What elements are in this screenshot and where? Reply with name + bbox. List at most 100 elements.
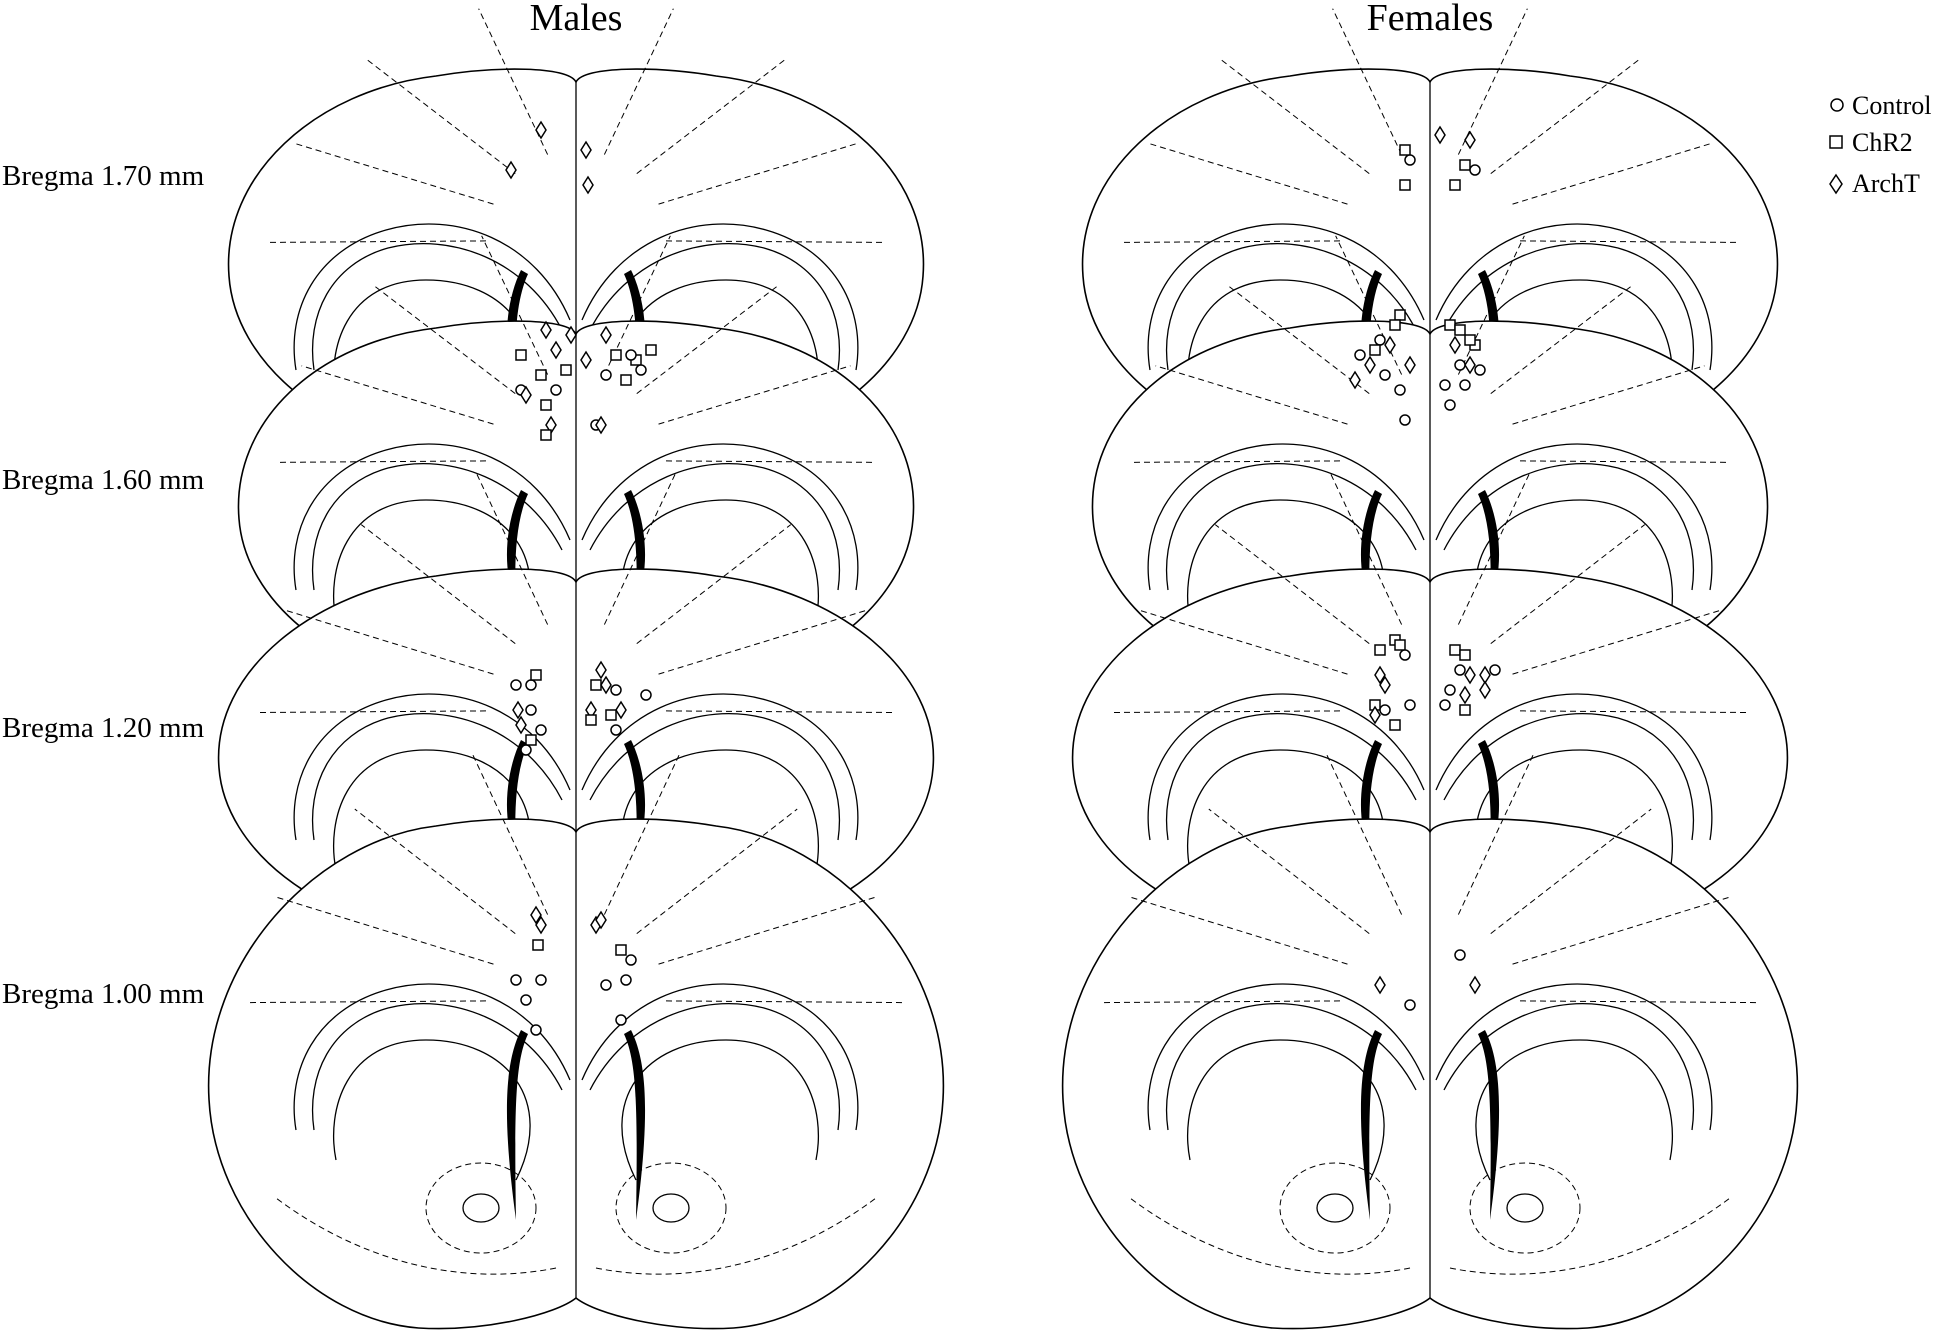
males-section-1-archt-marker-6: [520, 385, 532, 405]
females-section-1-control-marker-9: [1394, 384, 1406, 396]
row-label-bregma-1-00: Bregma 1.00 mm: [2, 978, 205, 1010]
left-commissure: [1316, 1193, 1354, 1223]
males-section-2-control-marker-4: [525, 704, 537, 716]
left-striatum-outline: [1187, 1039, 1385, 1181]
right-cortical-boundary: [665, 240, 885, 243]
females-section-0-chr2-marker-0: [1399, 144, 1411, 156]
females-section-2-chr2-marker-19: [1459, 704, 1471, 716]
males-section-2-control-marker-8: [520, 744, 532, 756]
left-callosum-outer: [1147, 693, 1425, 841]
females-section-0-archt-marker-4: [1464, 130, 1476, 150]
females-section-1-chr2-marker-21: [1464, 334, 1476, 346]
left-callosum-outer: [1147, 223, 1425, 371]
females-section-1-chr2-marker-2: [1389, 319, 1401, 331]
left-callosum-outer: [293, 223, 571, 371]
females-section-1-chr2-marker-4: [1369, 344, 1381, 356]
left-cortical-boundary: [267, 240, 487, 243]
right-cortical-boundary: [1512, 896, 1731, 965]
females-section-0-control-marker-1: [1404, 154, 1416, 166]
females-section-1-control-marker-17: [1454, 359, 1466, 371]
left-cortical-boundary: [354, 808, 516, 934]
males-section-3-archt-marker-1: [530, 905, 542, 925]
females-section-2-archt-marker-5: [1379, 675, 1391, 695]
males-section-3-control-marker-13: [600, 979, 612, 991]
females-section-1-archt-marker-16: [1464, 355, 1476, 375]
females-section-2-control-marker-8: [1379, 704, 1391, 716]
left-cortical-boundary: [257, 710, 487, 714]
females-section-1-control-marker-20: [1459, 379, 1471, 391]
left-callosum-outer: [293, 983, 571, 1131]
left-cortical-boundary: [1111, 710, 1341, 714]
right-cortical-boundary: [1490, 59, 1639, 174]
males-section-3-chr2-marker-9: [615, 944, 627, 956]
left-cortical-boundary: [1129, 896, 1348, 965]
left-cortical-boundary: [1121, 240, 1341, 243]
females-section-1-archt-marker-6: [1364, 355, 1376, 375]
left-striatum-outline: [333, 1039, 531, 1181]
left-cortical-boundary: [1208, 808, 1370, 934]
left-cortical-boundary: [367, 59, 516, 174]
left-cortical-boundary: [1130, 460, 1341, 463]
females-section-2-chr2-marker-9: [1389, 719, 1401, 731]
column-title-males: Males: [530, 0, 623, 39]
females-section-2-control-marker-3: [1399, 649, 1411, 661]
males-section-0-archt-marker-0: [535, 120, 547, 140]
legend-chr2-square-icon: [1829, 135, 1843, 149]
males-section-0-archt-marker-2: [580, 140, 592, 160]
left-ventricle: [506, 1030, 528, 1220]
right-striatum-outline: [621, 1039, 819, 1181]
males-sections: [207, 8, 945, 1330]
right-cortical-boundary: [1512, 609, 1723, 675]
right-ventricle: [624, 1030, 646, 1220]
females-section-3: [1061, 754, 1799, 1330]
right-ventricle: [1478, 1030, 1500, 1220]
males-section-1-chr2-marker-0: [515, 349, 527, 361]
males-section-2-control-marker-16: [610, 724, 622, 736]
right-callosum-outer: [1435, 983, 1713, 1131]
right-cortical-boundary: [1457, 235, 1525, 375]
males-section-2-chr2-marker-10: [590, 679, 602, 691]
males-section-1-chr2-marker-17: [620, 374, 632, 386]
females-section-2-chr2-marker-11: [1449, 644, 1461, 656]
females-section-2-control-marker-18: [1439, 699, 1451, 711]
left-cortical-boundary: [481, 235, 549, 375]
right-callosum-outer: [581, 443, 859, 591]
right-cortical-boundary: [636, 59, 785, 174]
right-cortical-boundary: [636, 524, 792, 644]
right-cortical-boundary: [1490, 808, 1652, 934]
females-section-2-control-marker-10: [1404, 699, 1416, 711]
females-section-2-archt-marker-16: [1479, 680, 1491, 700]
females-section-3-control-marker-2: [1454, 949, 1466, 961]
males-section-0-archt-marker-1: [505, 160, 517, 180]
males-section-2-control-marker-17: [640, 689, 652, 701]
right-cortical-boundary: [636, 808, 798, 934]
females-section-1-archt-marker-14: [1449, 335, 1461, 355]
right-callosum-outer: [581, 693, 859, 841]
left-cortical-boundary: [276, 460, 487, 463]
females-section-1-chr2-marker-13: [1454, 324, 1466, 336]
males-section-2-chr2-marker-18: [585, 714, 597, 726]
left-callosum-outer: [1147, 443, 1425, 591]
column-title-females: Females: [1367, 0, 1494, 39]
right-nucleus-outline: [615, 1162, 727, 1254]
males-section-1-chr2-marker-11: [540, 429, 552, 441]
females-section-1-chr2-marker-12: [1444, 319, 1456, 331]
females-section-0-archt-marker-3: [1434, 125, 1446, 145]
right-cortical-boundary: [603, 8, 674, 155]
legend-control-circle-icon: [1830, 98, 1844, 112]
males-section-1-control-marker-18: [625, 349, 637, 361]
males-section-3-control-marker-11: [625, 954, 637, 966]
females-section-1-control-marker-18: [1474, 364, 1486, 376]
males-section-1-archt-marker-2: [550, 340, 562, 360]
right-cortical-boundary: [665, 460, 876, 463]
right-cortical-boundary: [1457, 8, 1528, 155]
right-cortical-boundary: [1519, 240, 1739, 243]
males-section-2-archt-marker-11: [600, 675, 612, 695]
left-cortical-boundary: [1214, 524, 1370, 644]
females-section-2-archt-marker-4: [1374, 665, 1386, 685]
right-callosum-outer: [1435, 223, 1713, 371]
males-section-1-chr2-marker-21: [645, 344, 657, 356]
left-cortical-boundary: [1155, 365, 1348, 425]
females-section-3-archt-marker-0: [1374, 975, 1386, 995]
males-section-1-chr2-marker-9: [540, 399, 552, 411]
